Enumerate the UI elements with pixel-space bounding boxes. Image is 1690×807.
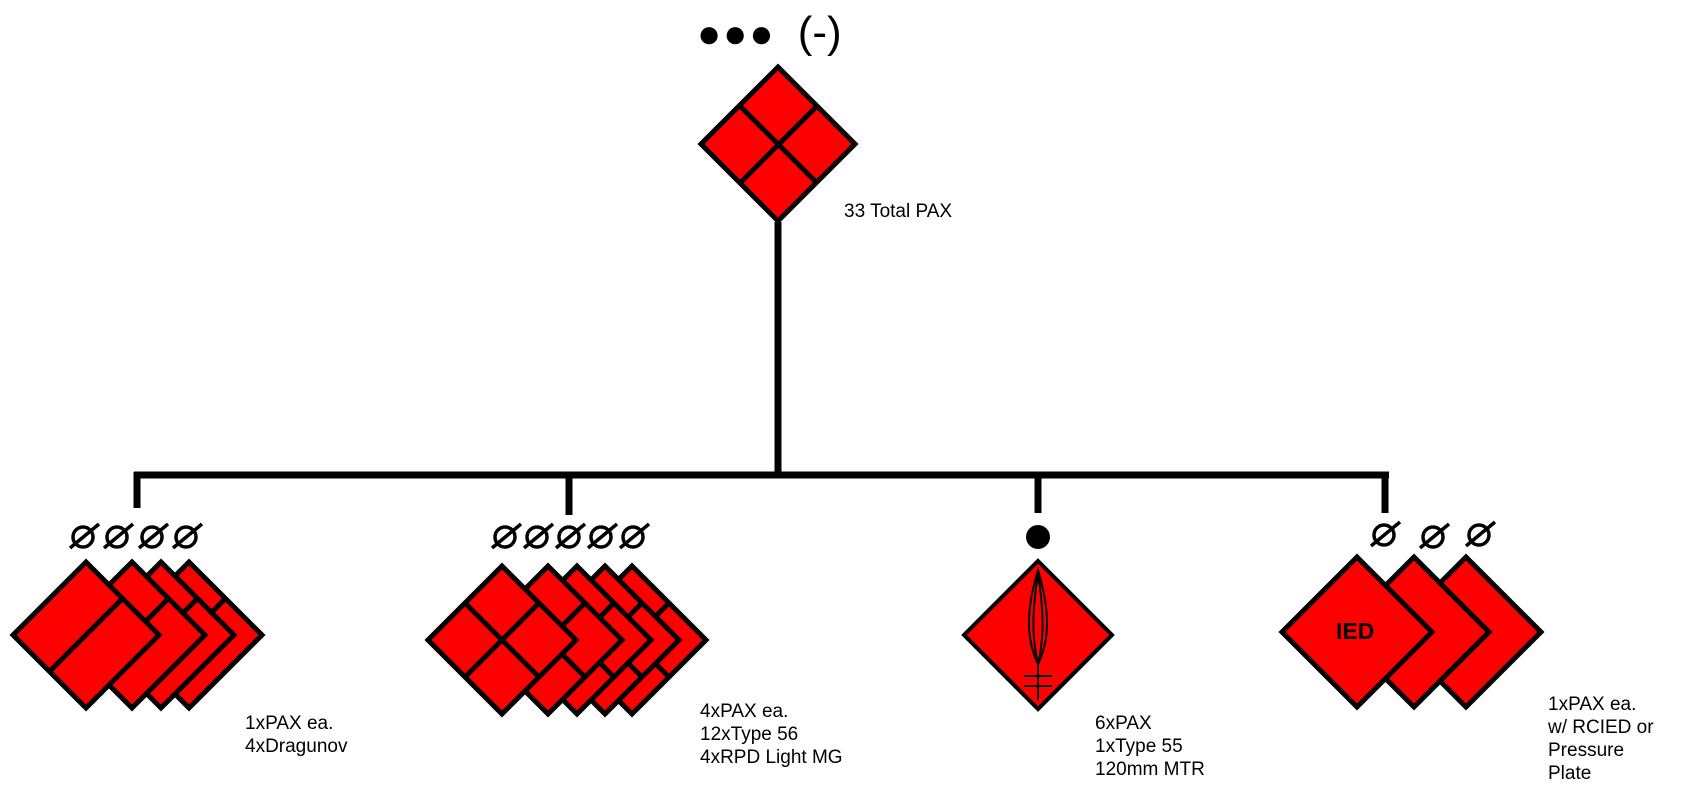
slashed-circle-icon xyxy=(102,522,135,550)
subunit-2-note: 4xPAX ea. 12xType 56 4xRPD Light MG xyxy=(700,701,843,768)
slashed-circle-icon xyxy=(171,522,204,550)
subunit-4-ied-label: IED xyxy=(1336,618,1375,644)
subunit-1-diamond-1 xyxy=(9,558,163,712)
slashed-circle-icon xyxy=(554,522,587,550)
slashed-circle-icon xyxy=(1464,520,1497,548)
subunit-1-note: 1xPAX ea. 4xDragunov xyxy=(245,713,348,757)
hq-cross-2 xyxy=(738,104,819,185)
subunit-2-symbols xyxy=(424,562,710,718)
subunit-4-symbols xyxy=(1278,553,1545,711)
hq-hostile-unit-symbol xyxy=(697,63,859,225)
slashed-circle-icon xyxy=(1369,520,1402,548)
subunit-4-echelon-icons xyxy=(1369,520,1497,550)
hq-echelon-dots: ●●● xyxy=(697,12,776,56)
subunit-3-mortar-symbol xyxy=(961,558,1115,712)
slashed-circle-icon xyxy=(68,522,101,550)
slashed-circle-icon xyxy=(586,522,619,550)
mortar-icon xyxy=(1024,566,1052,700)
hq-pax-note: 33 Total PAX xyxy=(844,201,953,222)
slashed-circle-icon xyxy=(137,522,170,550)
slashed-circle-icon xyxy=(522,522,555,550)
slashed-circle-icon xyxy=(618,522,651,550)
subunit-4-note: 1xPAX ea. w/ RCIED or Pressure Plate xyxy=(1548,694,1654,784)
hq-echelon-suffix: (-) xyxy=(797,8,842,57)
subunit-3-note: 6xPAX 1xType 55 120mm MTR xyxy=(1095,713,1205,780)
subunit-3-diamond xyxy=(961,558,1115,712)
subunit-3-echelon-dot xyxy=(1026,525,1050,549)
subunit-1-symbols xyxy=(9,558,266,712)
subunit-2-diamond-1 xyxy=(424,562,580,718)
slashed-circle-icon xyxy=(1418,522,1451,550)
slashed-circle-icon xyxy=(490,522,523,550)
subunit-1-echelon-icons xyxy=(68,522,204,550)
hierarchy-connectors xyxy=(133,222,1389,515)
subunit-4-diamond-1 xyxy=(1278,553,1436,711)
subunit-2-echelon-icons xyxy=(490,522,651,550)
